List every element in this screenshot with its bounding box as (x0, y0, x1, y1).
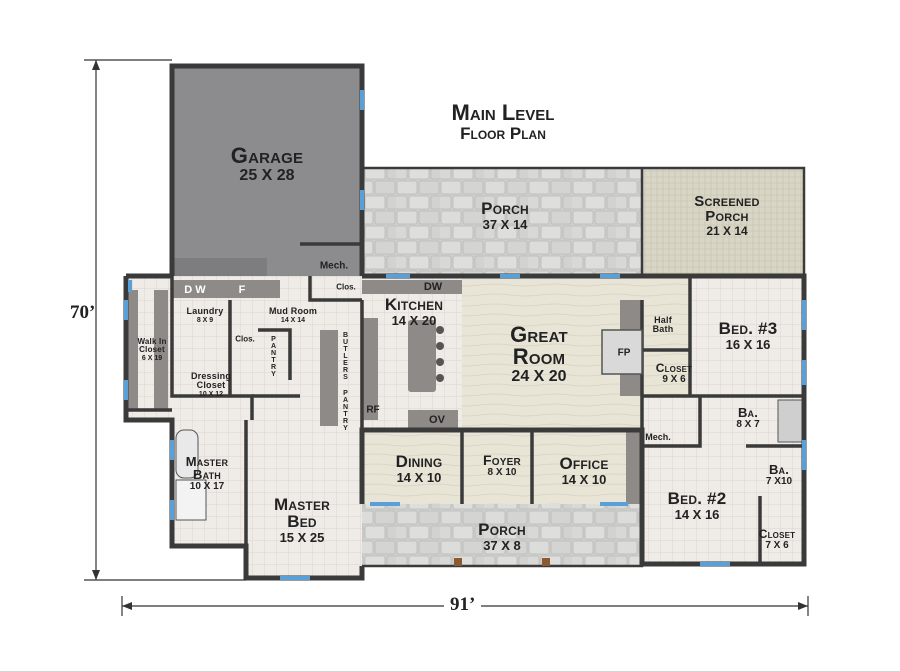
room-name: Closet (758, 527, 796, 541)
room-mud-room: Mud Room 14 X 14 (268, 306, 318, 325)
room-name: Bed. #3 (718, 319, 778, 338)
room-size: 37 X 14 (482, 217, 528, 232)
room-size: 8 X 9 (196, 317, 214, 324)
room-closet-bed3: Closet 9 X 6 (656, 362, 693, 385)
room-size: 14 X 16 (674, 507, 720, 522)
room-dining: Dining 14 X 10 (396, 453, 443, 484)
fireplace-tag: FP (617, 347, 631, 359)
room-dressing-closet: Dressing Closet 10 X 12 (190, 371, 232, 399)
room-size: 10 X 17 (189, 481, 225, 492)
room-bath-b: Ba. 7 X10 (766, 463, 792, 487)
room-name-line1: Great (510, 322, 568, 347)
room-name-line2: Closet (139, 345, 165, 354)
room-master-bath: Master Bath 10 X 17 (186, 455, 229, 492)
room-great-room: Great Room 24 X 20 (510, 324, 568, 385)
room-name: Porch (478, 520, 526, 539)
room-size: 15 X 25 (279, 530, 325, 545)
room-name-line1: Master (185, 454, 229, 469)
room-name-line2: Room (512, 344, 566, 369)
closet-mud-tag: Clos. (336, 282, 356, 292)
plan-title: Main Level Floor Plan (452, 100, 555, 144)
room-size: 9 X 6 (662, 374, 686, 385)
oven-tag: OV (429, 414, 445, 426)
room-name: Porch (481, 199, 529, 218)
room-name: Ba. (737, 405, 759, 420)
room-closet-bed2: Closet 7 X 6 (759, 528, 796, 551)
room-size: 25 X 28 (239, 167, 295, 184)
mech-office-tag: Mech. (645, 432, 671, 442)
room-size: 14 X 10 (561, 472, 607, 487)
room-garage: Garage 25 X 28 (231, 145, 303, 184)
room-name-line2: Closet (196, 380, 226, 390)
pantry-label: PANTRY (270, 336, 277, 378)
room-name: Closet (655, 361, 693, 375)
room-size: 14 X 20 (391, 313, 437, 328)
plan-title-line2: Floor Plan (460, 124, 546, 143)
plan-title-line1: Main Level (451, 100, 555, 125)
room-size: 37 X 8 (483, 538, 521, 553)
mech-garage-tag: Mech. (319, 260, 349, 272)
room-size: 16 X 16 (725, 337, 771, 352)
refrigerator-tag: RF (366, 404, 380, 416)
room-name-line2: Bed (287, 512, 317, 531)
fridge-laundry-tag: F (238, 284, 246, 296)
room-name: Foyer (483, 452, 521, 468)
room-name-line2: Bath (192, 467, 222, 482)
room-name: Mud Room (268, 306, 318, 316)
room-office: Office 14 X 10 (559, 455, 608, 486)
room-name: Garage (230, 143, 304, 168)
room-half-bath: Half Bath (653, 316, 674, 334)
width-dimension: 91’ (444, 594, 482, 616)
butlers-pantry-label: PANTRY (342, 390, 349, 432)
room-size: 14 X 14 (280, 317, 306, 324)
room-size: 24 X 20 (511, 368, 567, 385)
room-size: 6 X 19 (141, 355, 163, 362)
closet-laundry-tag: Clos. (235, 334, 255, 344)
room-name: Office (559, 454, 609, 473)
dishwasher-laundry-tag: D W (184, 284, 206, 296)
room-walk-in-closet: Walk In Closet 6 X 19 (137, 337, 167, 363)
room-size: 21 X 14 (706, 224, 748, 238)
room-bath-a: Ba. 8 X 7 (736, 406, 759, 430)
room-name: Bed. #2 (667, 489, 727, 508)
room-size: 7 X 6 (765, 540, 789, 551)
room-size: 10 X 12 (198, 391, 224, 398)
room-name-line2: Porch (705, 208, 749, 225)
room-kitchen: Kitchen 14 X 20 (385, 296, 443, 327)
room-name-line1: Dressing (190, 371, 232, 381)
room-size: 7 X10 (765, 476, 793, 487)
butlers-label: BUTLERS (342, 332, 349, 381)
room-name-line1: Half (654, 315, 672, 325)
room-name-line2: Bath (652, 324, 674, 334)
room-master-bed: Master Bed 15 X 25 (274, 496, 330, 544)
room-name: Kitchen (384, 295, 444, 314)
room-name-line1: Screened (694, 193, 760, 210)
room-size: 8 X 10 (487, 467, 517, 478)
room-size: 8 X 7 (736, 419, 760, 430)
room-laundry: Laundry 8 X 9 (186, 306, 224, 325)
room-name-line1: Master (273, 495, 331, 514)
room-name: Ba. (768, 462, 790, 477)
room-screened-porch: Screened Porch 21 X 14 (694, 194, 759, 237)
room-name: Dining (395, 452, 443, 471)
dishwasher-kitchen-tag: DW (423, 281, 443, 293)
room-name: Laundry (186, 306, 224, 316)
room-name-line1: Walk In (137, 337, 167, 346)
room-foyer: Foyer 8 X 10 (483, 453, 521, 478)
room-bed3: Bed. #3 16 X 16 (719, 320, 778, 351)
room-bed2: Bed. #2 14 X 16 (668, 490, 727, 521)
room-porch-front: Porch 37 X 8 (478, 521, 526, 552)
height-dimension: 70’ (70, 302, 96, 323)
room-porch-back: Porch 37 X 14 (481, 200, 529, 231)
room-size: 14 X 10 (396, 470, 442, 485)
